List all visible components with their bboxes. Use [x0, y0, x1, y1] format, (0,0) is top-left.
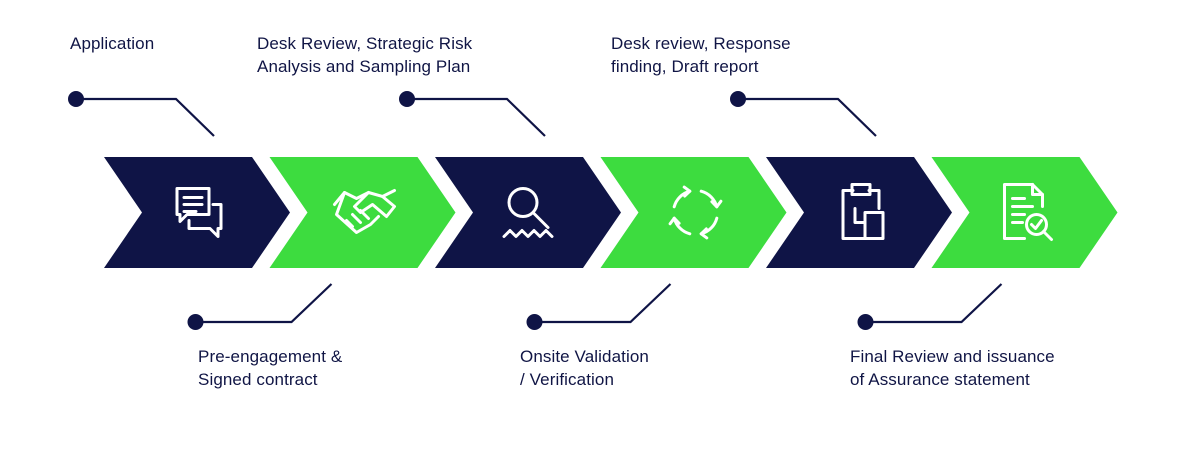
step-label-final-review: Final Review and issuance of Assurance s…: [850, 347, 1055, 389]
connector-lines: [68, 91, 1003, 330]
chevron-step-3: [435, 157, 621, 268]
connector-2: [187, 283, 333, 330]
connector-5: [730, 91, 877, 137]
chevron-step-5: [766, 157, 952, 268]
step-label-draft-report: Desk review, Response finding, Draft rep…: [611, 34, 791, 76]
document-check-icon: [1003, 183, 1053, 241]
connector-1: [68, 91, 215, 137]
refresh-cycle-icon: [668, 185, 723, 240]
chat-icon: [175, 187, 223, 238]
chevron-step-6: [931, 157, 1118, 268]
step-label-pre-engagement: Pre-engagement & Signed contract: [198, 347, 343, 389]
handshake-icon: [333, 189, 396, 234]
step-label-desk-review: Desk Review, Strategic Risk Analysis and…: [257, 34, 473, 76]
chevron-row: [104, 157, 1118, 268]
connector-6: [857, 283, 1003, 330]
magnifier-icon: [502, 187, 554, 238]
connector-4: [526, 283, 672, 330]
step-label-application: Application: [70, 34, 155, 53]
step-label-onsite-validation: Onsite Validation / Verification: [520, 347, 649, 389]
chevron-step-4: [600, 157, 787, 268]
connector-3: [399, 91, 546, 137]
clipboard-icon: [841, 183, 885, 240]
step-icons: [175, 183, 1053, 241]
